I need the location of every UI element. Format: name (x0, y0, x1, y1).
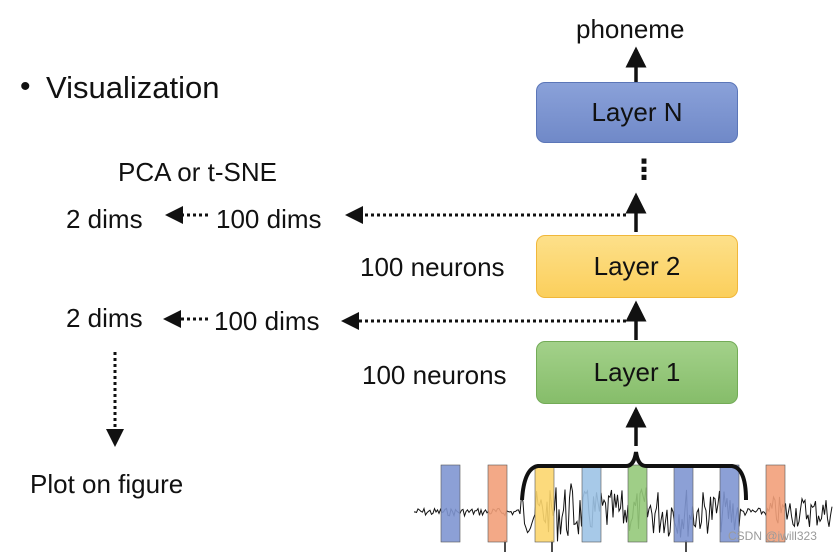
feature-frames (440, 464, 786, 543)
lower-source-dims: 100 dims (214, 306, 320, 336)
input-brace (520, 451, 748, 501)
upper-source-dims: 100 dims (216, 204, 322, 234)
neurons-label-layer-1: 100 neurons (362, 360, 507, 390)
plot-on-figure-label: Plot on figure (30, 469, 184, 499)
feature-frame-5 (627, 464, 648, 543)
layer-n-box: Layer N (536, 82, 738, 143)
upper-target-dims: 2 dims (66, 204, 143, 234)
watermark: CSDN @jwill323 (728, 529, 817, 543)
feature-frame-6 (673, 464, 694, 543)
waveform-trace (413, 483, 833, 542)
layer-ellipsis: ⋮ (630, 154, 658, 185)
layer-2-box: Layer 2 (536, 235, 738, 298)
bullet-symbol: • (20, 70, 31, 103)
feature-frame-4 (581, 464, 602, 543)
neurons-label-layer-2: 100 neurons (360, 252, 505, 282)
method-label: PCA or t-SNE (118, 157, 277, 187)
feature-frame-1 (440, 464, 461, 543)
lower-target-dims: 2 dims (66, 303, 143, 333)
bullet-heading: Visualization (46, 70, 220, 105)
layer-1-box: Layer 1 (536, 341, 738, 404)
feature-frame-3 (534, 464, 555, 543)
output-label-phoneme: phoneme (576, 14, 685, 44)
feature-frame-2 (487, 464, 508, 543)
feature-frame-8 (765, 464, 786, 543)
